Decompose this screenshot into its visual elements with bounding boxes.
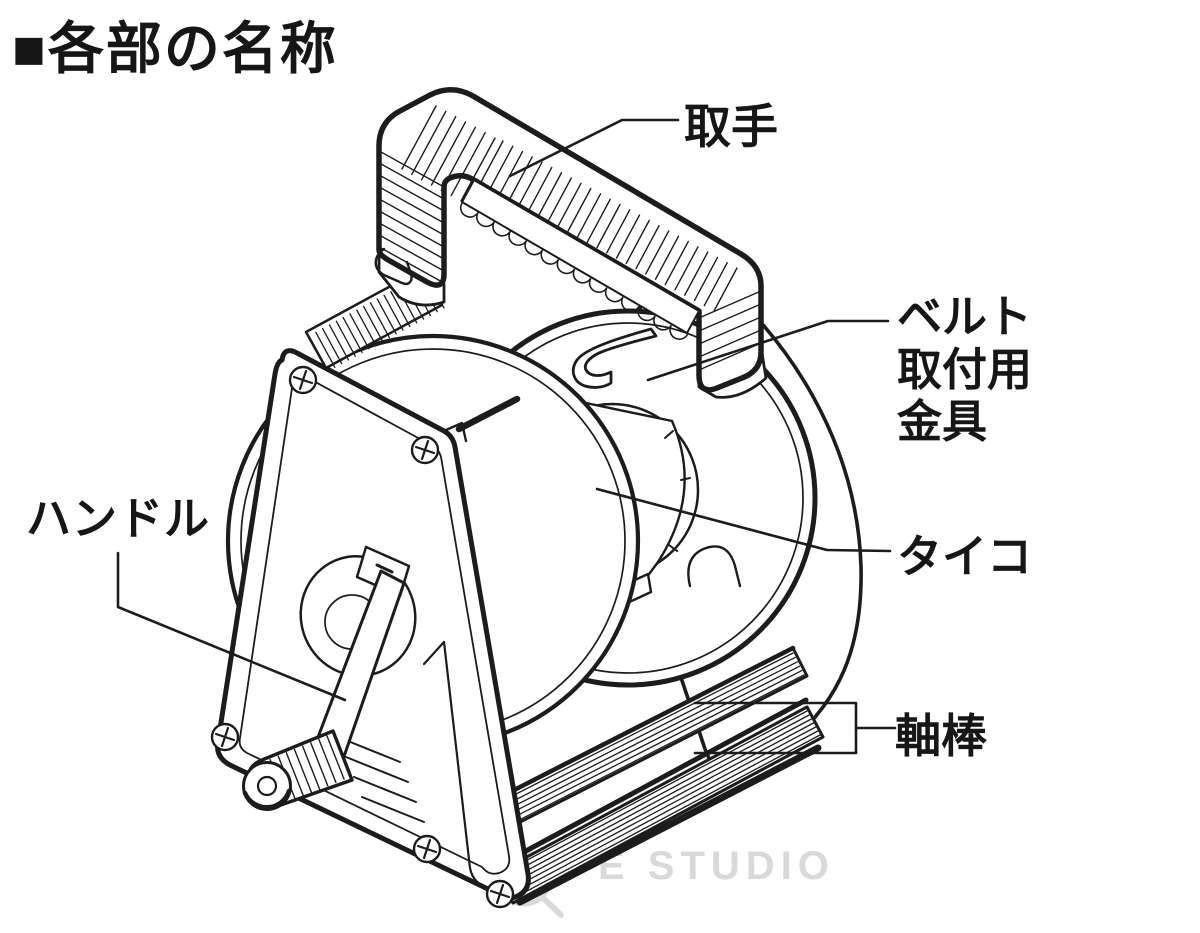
crank-assembly — [242, 545, 417, 811]
belt-hook-left — [374, 247, 413, 286]
belt-fitting — [374, 247, 658, 389]
page-title: ■各部の名称 — [12, 17, 338, 80]
plate-screw-bottom-mid — [412, 834, 442, 864]
leader-belt — [646, 319, 890, 382]
carry-handle-outline — [376, 87, 764, 393]
belt-hook-right — [571, 327, 658, 389]
shaft-rods — [460, 645, 825, 906]
plate-screw-top-left — [288, 365, 318, 395]
plate-screw-bottom-left — [210, 722, 240, 752]
watermark-text: E STUDIO — [598, 844, 835, 888]
label-grip: 取手 — [684, 100, 778, 153]
plate-cutout — [442, 640, 492, 891]
leader-lines — [116, 118, 897, 755]
leader-crank — [116, 551, 347, 702]
leader-grip — [508, 118, 680, 178]
watermark: E STUDIO — [495, 844, 835, 918]
flange-notches — [664, 430, 691, 552]
label-drum: タイコ — [897, 531, 1033, 582]
label-belt-fitting: ベルト取付用金具 — [897, 291, 1033, 448]
plate-screw-top-right — [410, 435, 440, 465]
leader-drum — [595, 487, 892, 553]
label-shaft-rods: 軸棒 — [895, 710, 987, 762]
label-crank: ハンドル — [26, 493, 211, 544]
plate-screw-bottom-right — [485, 879, 515, 909]
